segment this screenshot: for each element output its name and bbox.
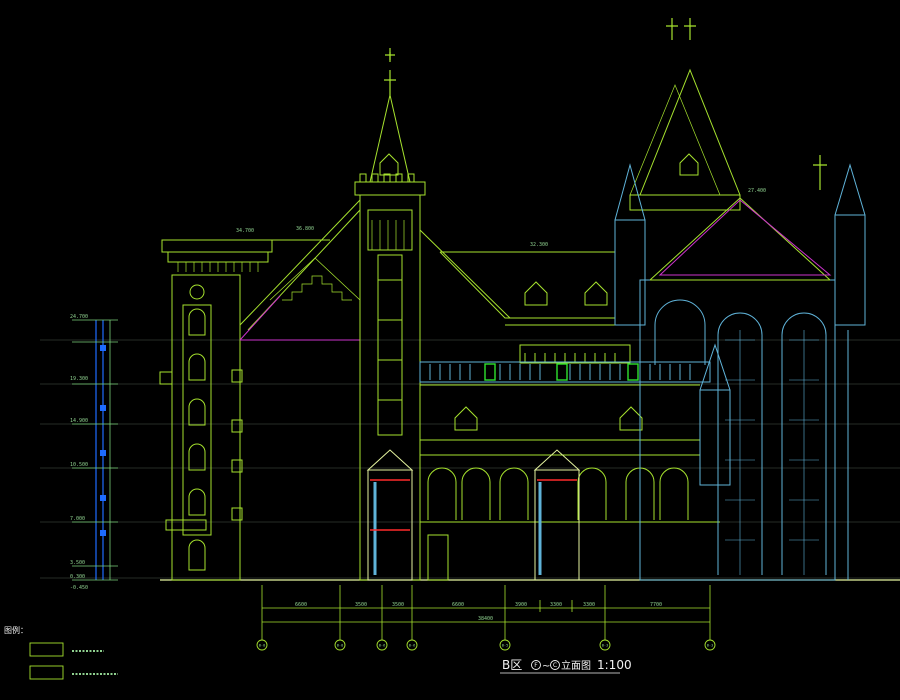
legend: 图例： [4, 625, 118, 680]
roof-annotations: 34.700 36.800 32.300 27.400 [236, 188, 766, 248]
vestibule-left [366, 449, 414, 581]
axis-label: B-6 [379, 644, 386, 648]
drawing-title: B区 F ~ C 立面图 1:100 [500, 658, 632, 674]
axis-label: B-3 [707, 644, 714, 648]
level-label: 14.900 [70, 418, 88, 424]
level-label: 7.000 [70, 516, 85, 522]
axis-bubble-labels: B-8 B-8 B-6 B-6 B-5 B-3 B-3 [259, 644, 714, 648]
balcony-railing [419, 361, 711, 383]
lower-arcade [420, 384, 720, 581]
level-label: -0.450 [70, 585, 88, 591]
axis-label: B-3 [602, 644, 609, 648]
legend-heading: 图例： [4, 625, 28, 635]
title-prefix: B区 [502, 658, 522, 672]
title-separator: ~ [542, 661, 550, 672]
legend-swatch [29, 665, 64, 680]
dimension-value: 3900 [515, 602, 527, 608]
title-rest: 立面图 [561, 659, 591, 672]
dimension-value: 3500 [355, 602, 367, 608]
central-tower [354, 48, 511, 581]
balcony-posts [484, 363, 639, 381]
elevation-mark: 36.800 [296, 226, 314, 232]
gable-section [239, 198, 361, 580]
dimension-chain: 6600 3500 3500 6600 3900 3300 3300 7700 … [261, 585, 711, 640]
overall-dimension: 38400 [478, 616, 493, 622]
axis-label: B-5 [502, 644, 509, 648]
legend-swatch [29, 642, 64, 657]
dimension-value: 6600 [295, 602, 307, 608]
level-label: 19.300 [70, 376, 88, 382]
dimension-value: 6600 [452, 602, 464, 608]
dimension-value: 3300 [583, 602, 595, 608]
left-elevation-scale: 24.700 19.300 14.900 10.500 7.000 3.500 … [70, 314, 118, 591]
axis-label: B-8 [337, 644, 344, 648]
level-label: 0.300 [70, 574, 85, 580]
dimension-value: 3300 [550, 602, 562, 608]
vestibule-right [533, 449, 581, 581]
level-label: 10.500 [70, 462, 88, 468]
chapel-roof [629, 18, 831, 281]
middle-roof [439, 251, 631, 364]
chapel-roof-hatch [658, 199, 832, 276]
title-scale: 1:100 [597, 658, 632, 672]
level-label: 3.500 [70, 560, 85, 566]
axis-label: B-6 [409, 644, 416, 648]
dimension-value: 3500 [392, 602, 404, 608]
side-turrets [614, 163, 866, 580]
axis-bubbles [256, 639, 716, 651]
dimension-value: 7700 [650, 602, 662, 608]
level-label: 24.700 [70, 314, 88, 320]
left-tower-block [159, 239, 330, 581]
right-chapel [614, 214, 866, 581]
axis-label: B-8 [259, 644, 266, 648]
title-grid-from: F [534, 662, 538, 669]
elevation-mark: 27.400 [748, 188, 766, 194]
elevation-mark: 34.700 [236, 228, 254, 234]
elevation-mark: 32.300 [530, 242, 548, 248]
title-grid-to: C [553, 662, 557, 669]
